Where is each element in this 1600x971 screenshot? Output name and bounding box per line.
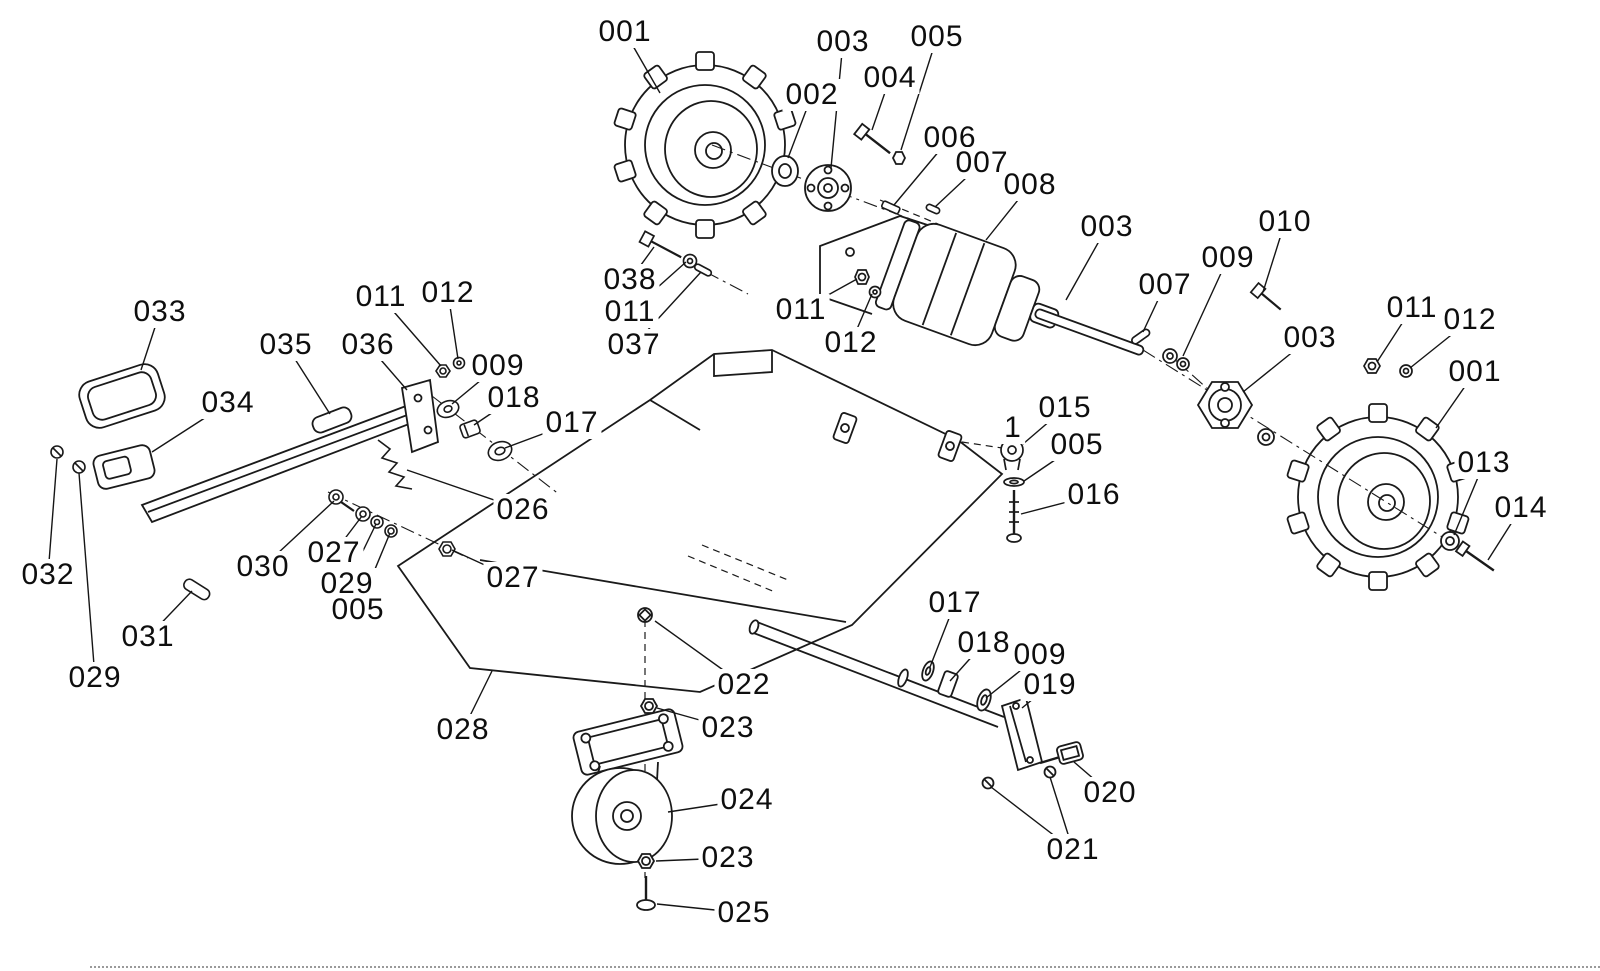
screws-and-pin <box>50 445 211 601</box>
support-rod-assembly <box>748 619 1084 790</box>
pivot-hardware <box>435 356 513 462</box>
shaft-pins-washers <box>1131 281 1282 371</box>
handle-fastener-row <box>328 489 456 557</box>
right-wheel-nut-washer <box>1363 358 1413 378</box>
wheel-hub-and-flange <box>771 155 852 212</box>
axle-bolt-and-nut <box>852 122 907 165</box>
front-wheel <box>612 51 798 239</box>
right-axle-flange <box>1196 381 1275 446</box>
rear-axle-washer-bolt <box>1440 531 1495 572</box>
bolt-washer-pin-set <box>638 230 713 277</box>
caster-assembly <box>571 607 684 911</box>
gear-motor <box>874 219 1145 356</box>
handle-lever-assembly <box>140 378 439 524</box>
bracket-nut-washer <box>854 269 882 299</box>
page-edge-line <box>90 966 1600 968</box>
chassis-plate <box>396 349 1004 693</box>
pad-and-bracket <box>78 363 166 490</box>
shaft-keys <box>880 200 941 215</box>
clevis-washer-bolt <box>1000 438 1025 543</box>
